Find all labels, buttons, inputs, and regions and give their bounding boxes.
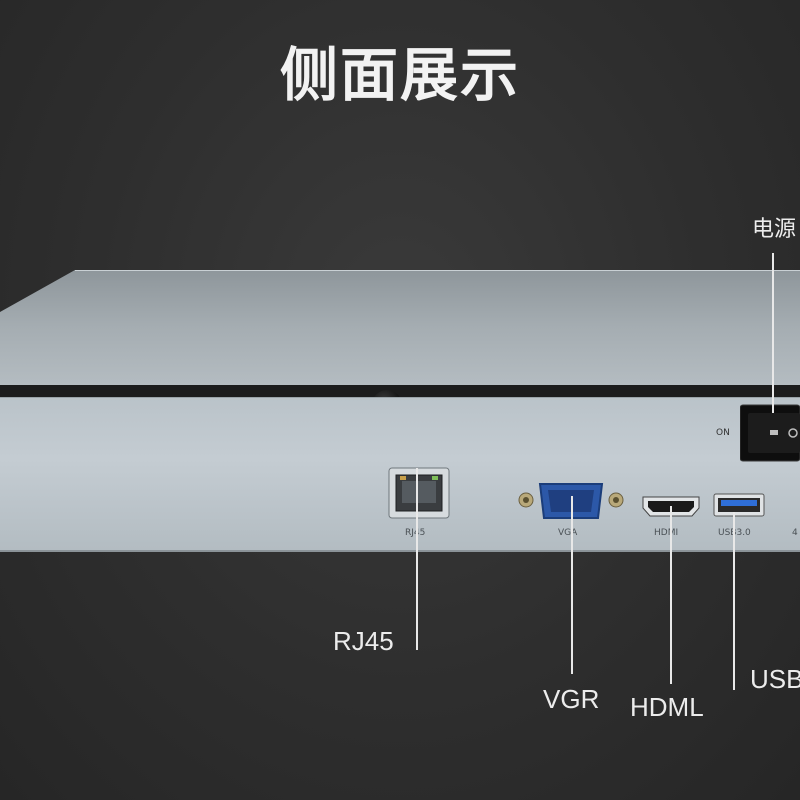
vgr-callout-label: VGR bbox=[543, 684, 600, 714]
usb-port-icon bbox=[713, 493, 765, 517]
rj45-callout-label: RJ45 bbox=[333, 626, 394, 656]
usb-callout-line bbox=[733, 512, 735, 690]
power-switch-icon bbox=[740, 404, 800, 462]
power-callout-line bbox=[772, 253, 774, 413]
usb-callout-label: USB bbox=[750, 664, 800, 694]
device-top-cover bbox=[0, 270, 800, 385]
rj45-port-label: RJ45 bbox=[405, 528, 425, 538]
switch-on-label: ON bbox=[716, 428, 730, 438]
vgr-callout-line bbox=[571, 496, 573, 674]
hdmi-port-label: HDMI bbox=[654, 528, 679, 538]
rj45-callout-line bbox=[416, 468, 418, 650]
page-title: 侧面展示 bbox=[279, 41, 520, 109]
hdml-callout-line bbox=[670, 506, 672, 684]
device-seam bbox=[0, 385, 800, 399]
hdml-callout-label: HDML bbox=[630, 692, 704, 722]
rj45-port-icon bbox=[388, 467, 450, 519]
vga-port-label: VGA bbox=[558, 528, 578, 538]
power-callout-label: 电源 bbox=[752, 217, 797, 242]
edge-port-label: 4 bbox=[792, 528, 798, 538]
